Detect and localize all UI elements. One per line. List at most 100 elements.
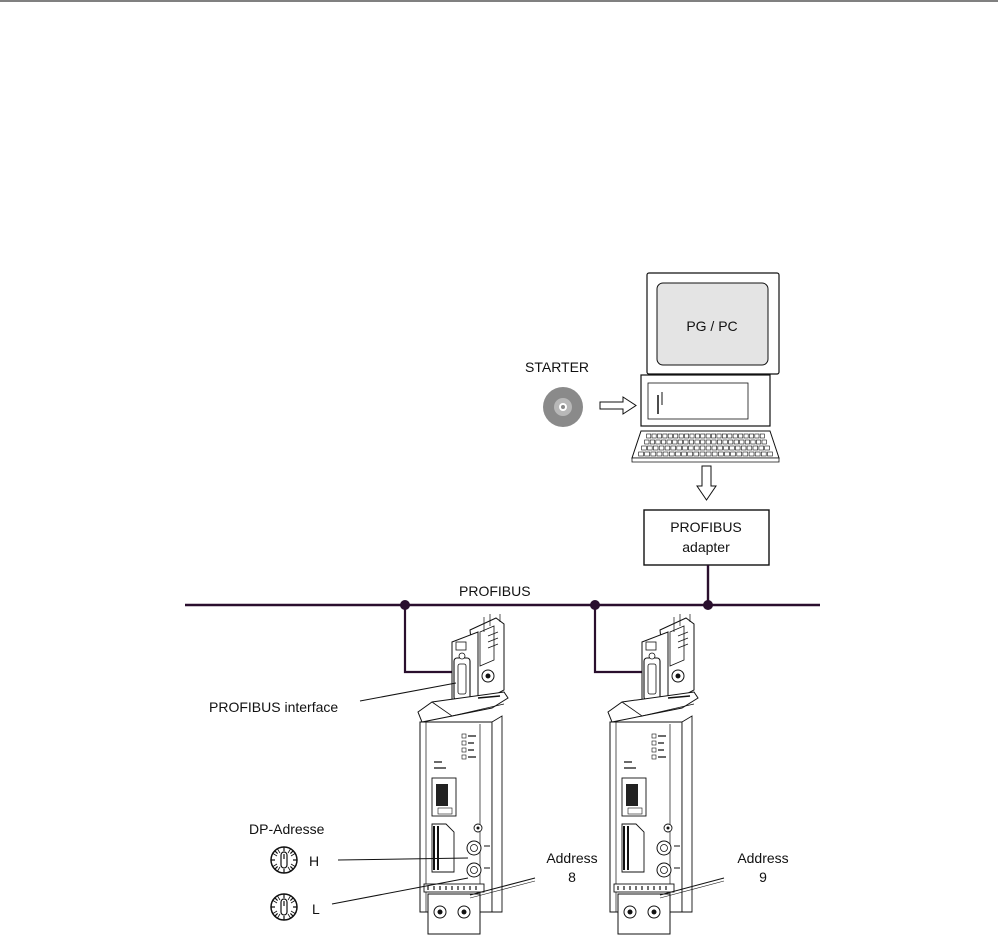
keyboard-key [658, 445, 665, 451]
adapter-junction [703, 600, 713, 610]
control-unit-address-9 [607, 613, 725, 935]
keyboard-key [727, 433, 733, 439]
keyboard-key [738, 433, 744, 439]
keyboard-key [764, 445, 770, 451]
drive1-drop-line [403, 605, 461, 674]
rotary-switch-l-icon [270, 893, 298, 921]
keyboard-key [647, 445, 653, 451]
arrow-right-icon [599, 396, 637, 415]
pg-pc-workstation: PG / PC [631, 272, 780, 463]
keyboard-key [754, 451, 761, 457]
switch-h-label: H [309, 853, 319, 869]
keyboard-key [666, 439, 672, 445]
drive-bay [647, 382, 749, 420]
keyboard-key [742, 451, 749, 457]
keyboard-key [651, 433, 657, 439]
keyboard-key [718, 451, 724, 457]
arrow-down-icon [696, 465, 717, 501]
keyboard-key [684, 433, 689, 439]
keyboard-key [656, 451, 663, 457]
keyboard-key [638, 451, 644, 457]
keyboard-key [750, 439, 756, 445]
keyboard-key [672, 439, 678, 445]
keyboard-key [744, 439, 750, 445]
keyboard-key [730, 451, 736, 457]
keyboard-key [711, 433, 716, 439]
keyboard-key [649, 439, 655, 445]
keyboard-key [736, 451, 742, 457]
profibus-interface-label: PROFIBUS interface [209, 699, 338, 715]
keyboard-key [761, 439, 767, 445]
keyboard-key [667, 433, 673, 439]
monitor-screen [656, 282, 769, 366]
keyboard-key [693, 451, 699, 457]
address-value-9: 9 [759, 869, 767, 885]
keyboard-key [705, 433, 711, 439]
keyboard-key [728, 439, 734, 445]
keyboard-key [733, 439, 739, 445]
keyboard-key [756, 439, 762, 445]
keyboard-key [699, 445, 706, 451]
keyboard-key [716, 433, 722, 439]
keyboard-key [644, 439, 650, 445]
keyboard-key [711, 451, 718, 457]
keyboard-key [688, 439, 694, 445]
adapter-box [643, 509, 770, 566]
address-value-8: 8 [568, 869, 576, 885]
keyboard-key [694, 445, 700, 451]
keyboard-key [661, 439, 667, 445]
keyboard-key [723, 445, 729, 451]
dp-address-label: DP-Adresse [249, 821, 325, 837]
keyboard-key [705, 439, 711, 445]
keyboard-key [760, 451, 767, 457]
keyboard-key [657, 433, 662, 439]
keyboard-key [732, 433, 738, 439]
starter-label: STARTER [525, 359, 589, 375]
keyboard-keys [638, 433, 773, 457]
keyboard-key [743, 433, 749, 439]
keyboard-key [678, 433, 684, 439]
address-label-2: Address [737, 850, 788, 866]
keyboard-key [767, 451, 773, 457]
keyboard-key [711, 445, 717, 451]
keyboard-key [670, 445, 676, 451]
keyboard-key [675, 451, 681, 457]
keyboard-key [689, 433, 695, 439]
switch-l-label: L [312, 901, 320, 917]
keyboard-key [717, 445, 723, 451]
keyboard-key [683, 439, 689, 445]
switch-l-callout-line [331, 877, 469, 905]
keyboard-key [700, 439, 706, 445]
adapter-label-line1: PROFIBUS [670, 519, 742, 535]
profibus-adapter: PROFIBUS adapter [643, 509, 770, 566]
keyboard-key [664, 445, 671, 451]
keyboard-key [646, 433, 652, 439]
keyboard-key [644, 451, 650, 457]
keyboard-key [668, 451, 675, 457]
keyboard-key [682, 445, 688, 451]
pc-label: PG / PC [686, 318, 737, 334]
address-label-1: Address [546, 850, 597, 866]
keyboard-key [699, 451, 706, 457]
keyboard-key [700, 433, 706, 439]
keyboard-key [735, 445, 741, 451]
keyboard-key [752, 445, 758, 451]
keyboard-key [758, 445, 764, 451]
keyboard-key [716, 439, 722, 445]
drive2-drop-line [593, 605, 653, 674]
keyboard-key [655, 439, 661, 445]
keyboard-key [694, 439, 700, 445]
drive1-junction [400, 600, 410, 610]
bus-label: PROFIBUS [459, 583, 531, 599]
rotary-switch-h-icon [270, 846, 298, 874]
keyboard-key [724, 451, 730, 457]
keyboard-key [754, 433, 760, 439]
keyboard-key [662, 451, 669, 457]
keyboard-key [722, 439, 728, 445]
keyboard-key [705, 445, 712, 451]
keyboard-key [652, 445, 659, 451]
interface-callout-line [359, 682, 457, 702]
keyboard-key [711, 439, 717, 445]
keyboard-key [729, 445, 735, 451]
